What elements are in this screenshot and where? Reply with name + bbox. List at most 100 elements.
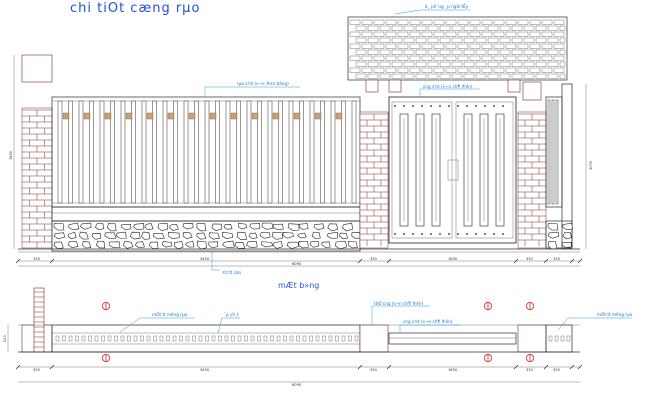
panel-brick [493,31,505,37]
fence-ornament [83,112,91,120]
base-stone [82,241,92,249]
fence-bar [120,100,126,204]
panel-brick [511,49,523,55]
panel-brick [451,73,463,79]
gate-rivet [439,233,441,235]
panel-brick [403,25,415,31]
panel-brick [421,43,433,49]
base-stone [211,223,222,232]
panel-brick [445,43,457,49]
base-stone [167,232,180,240]
base-stone [342,222,353,232]
plan-rail-bar [328,335,333,342]
elevation-title: chi tiOt cæng rµo [70,1,200,16]
panel-brick [349,31,361,37]
panel-brick [355,61,367,67]
panel-brick [535,25,547,31]
panel-brick [397,43,409,49]
fence-bar [162,100,168,204]
gate-rivet [412,105,414,107]
panel-brick [487,61,499,67]
base-stone [208,232,220,240]
fence-bar [173,100,178,204]
panel-brick [463,25,475,31]
panel-brick [391,73,403,79]
plan-rail-bar [140,335,144,342]
panel-brick [349,43,361,49]
fence-ornament [62,112,70,120]
panel-brick [403,49,415,55]
fence-bar [204,100,210,204]
plan-gate-rail-note: thÐ c­ng (s¬n ch¶ ®én) [374,301,423,306]
plan-left-column-bricks [34,291,44,348]
plan-rail-bar [127,335,131,342]
base-stone [297,232,307,239]
gate-rivet [430,233,432,235]
panel-brick [415,61,427,67]
gate-rivet [412,233,414,235]
panel-brick [385,55,397,61]
panel-brick [415,49,427,55]
base-stone [223,224,233,230]
base-stone [168,223,179,231]
base-stone [236,231,248,241]
panel-brick [373,31,385,37]
base-stone [327,223,338,232]
base-stone [68,222,80,231]
panel-brick [445,55,457,61]
plan-rail-bar [354,335,359,342]
gate-rivet [466,105,468,107]
gate-rivets [394,105,504,235]
panel-brick [409,19,421,25]
panel-brick [505,19,517,25]
fence-bar [320,100,325,204]
fence-ornament [104,112,112,120]
plan-rail-note: ¨p ch¸t [224,312,239,317]
fence-bar [225,100,231,204]
fence-plinth [51,206,361,222]
base-stone [185,240,195,248]
plan-rail-bar [283,335,287,342]
gate-rivet [430,105,432,107]
gate-bars [399,113,505,227]
base-stone [273,223,284,231]
fence-bar [57,100,63,204]
plan-section-markers [102,301,535,362]
fence-ornament [335,112,343,120]
base-stone [221,231,234,240]
base-stone [222,240,235,248]
fence-ornament [146,112,154,120]
gate-leaf-note: c­ng s¾t (s¬n ch¶ ®én) [423,84,473,89]
panel-brick [499,49,511,55]
plan-dim-total: 6090 [292,383,302,387]
panel-brick [517,31,529,37]
panel-brick [409,31,421,37]
base-stone [286,241,299,249]
gate-rivet [493,105,495,107]
base-stone [287,223,300,231]
plan-rail-bar [88,335,92,342]
base-stone [182,231,193,240]
elev-dim-total: 6090 [292,262,302,266]
stone-panel [347,16,568,93]
panel-brick [421,55,433,61]
panel-brick [499,61,511,67]
fence-bar [89,100,94,204]
plan-rail-bar [244,335,248,342]
plan-wall-right-note: mÓt tt m­êng rµo [597,312,633,317]
right-segment [522,81,574,250]
panel-brick [451,25,463,31]
panel-brick [475,49,487,55]
panel-brick [439,25,451,31]
base-stone [116,231,127,239]
base-stone [562,222,574,231]
panel-brick [487,25,499,31]
fence-ornament [125,112,133,120]
panel-brick [559,37,566,43]
base-stone [321,241,331,248]
base-stone [326,232,338,239]
plan-rail-bar [257,335,261,342]
gate-rivet [484,105,486,107]
plan-depth-dim: 220 [3,334,7,342]
gate-leaf-right [455,101,514,239]
